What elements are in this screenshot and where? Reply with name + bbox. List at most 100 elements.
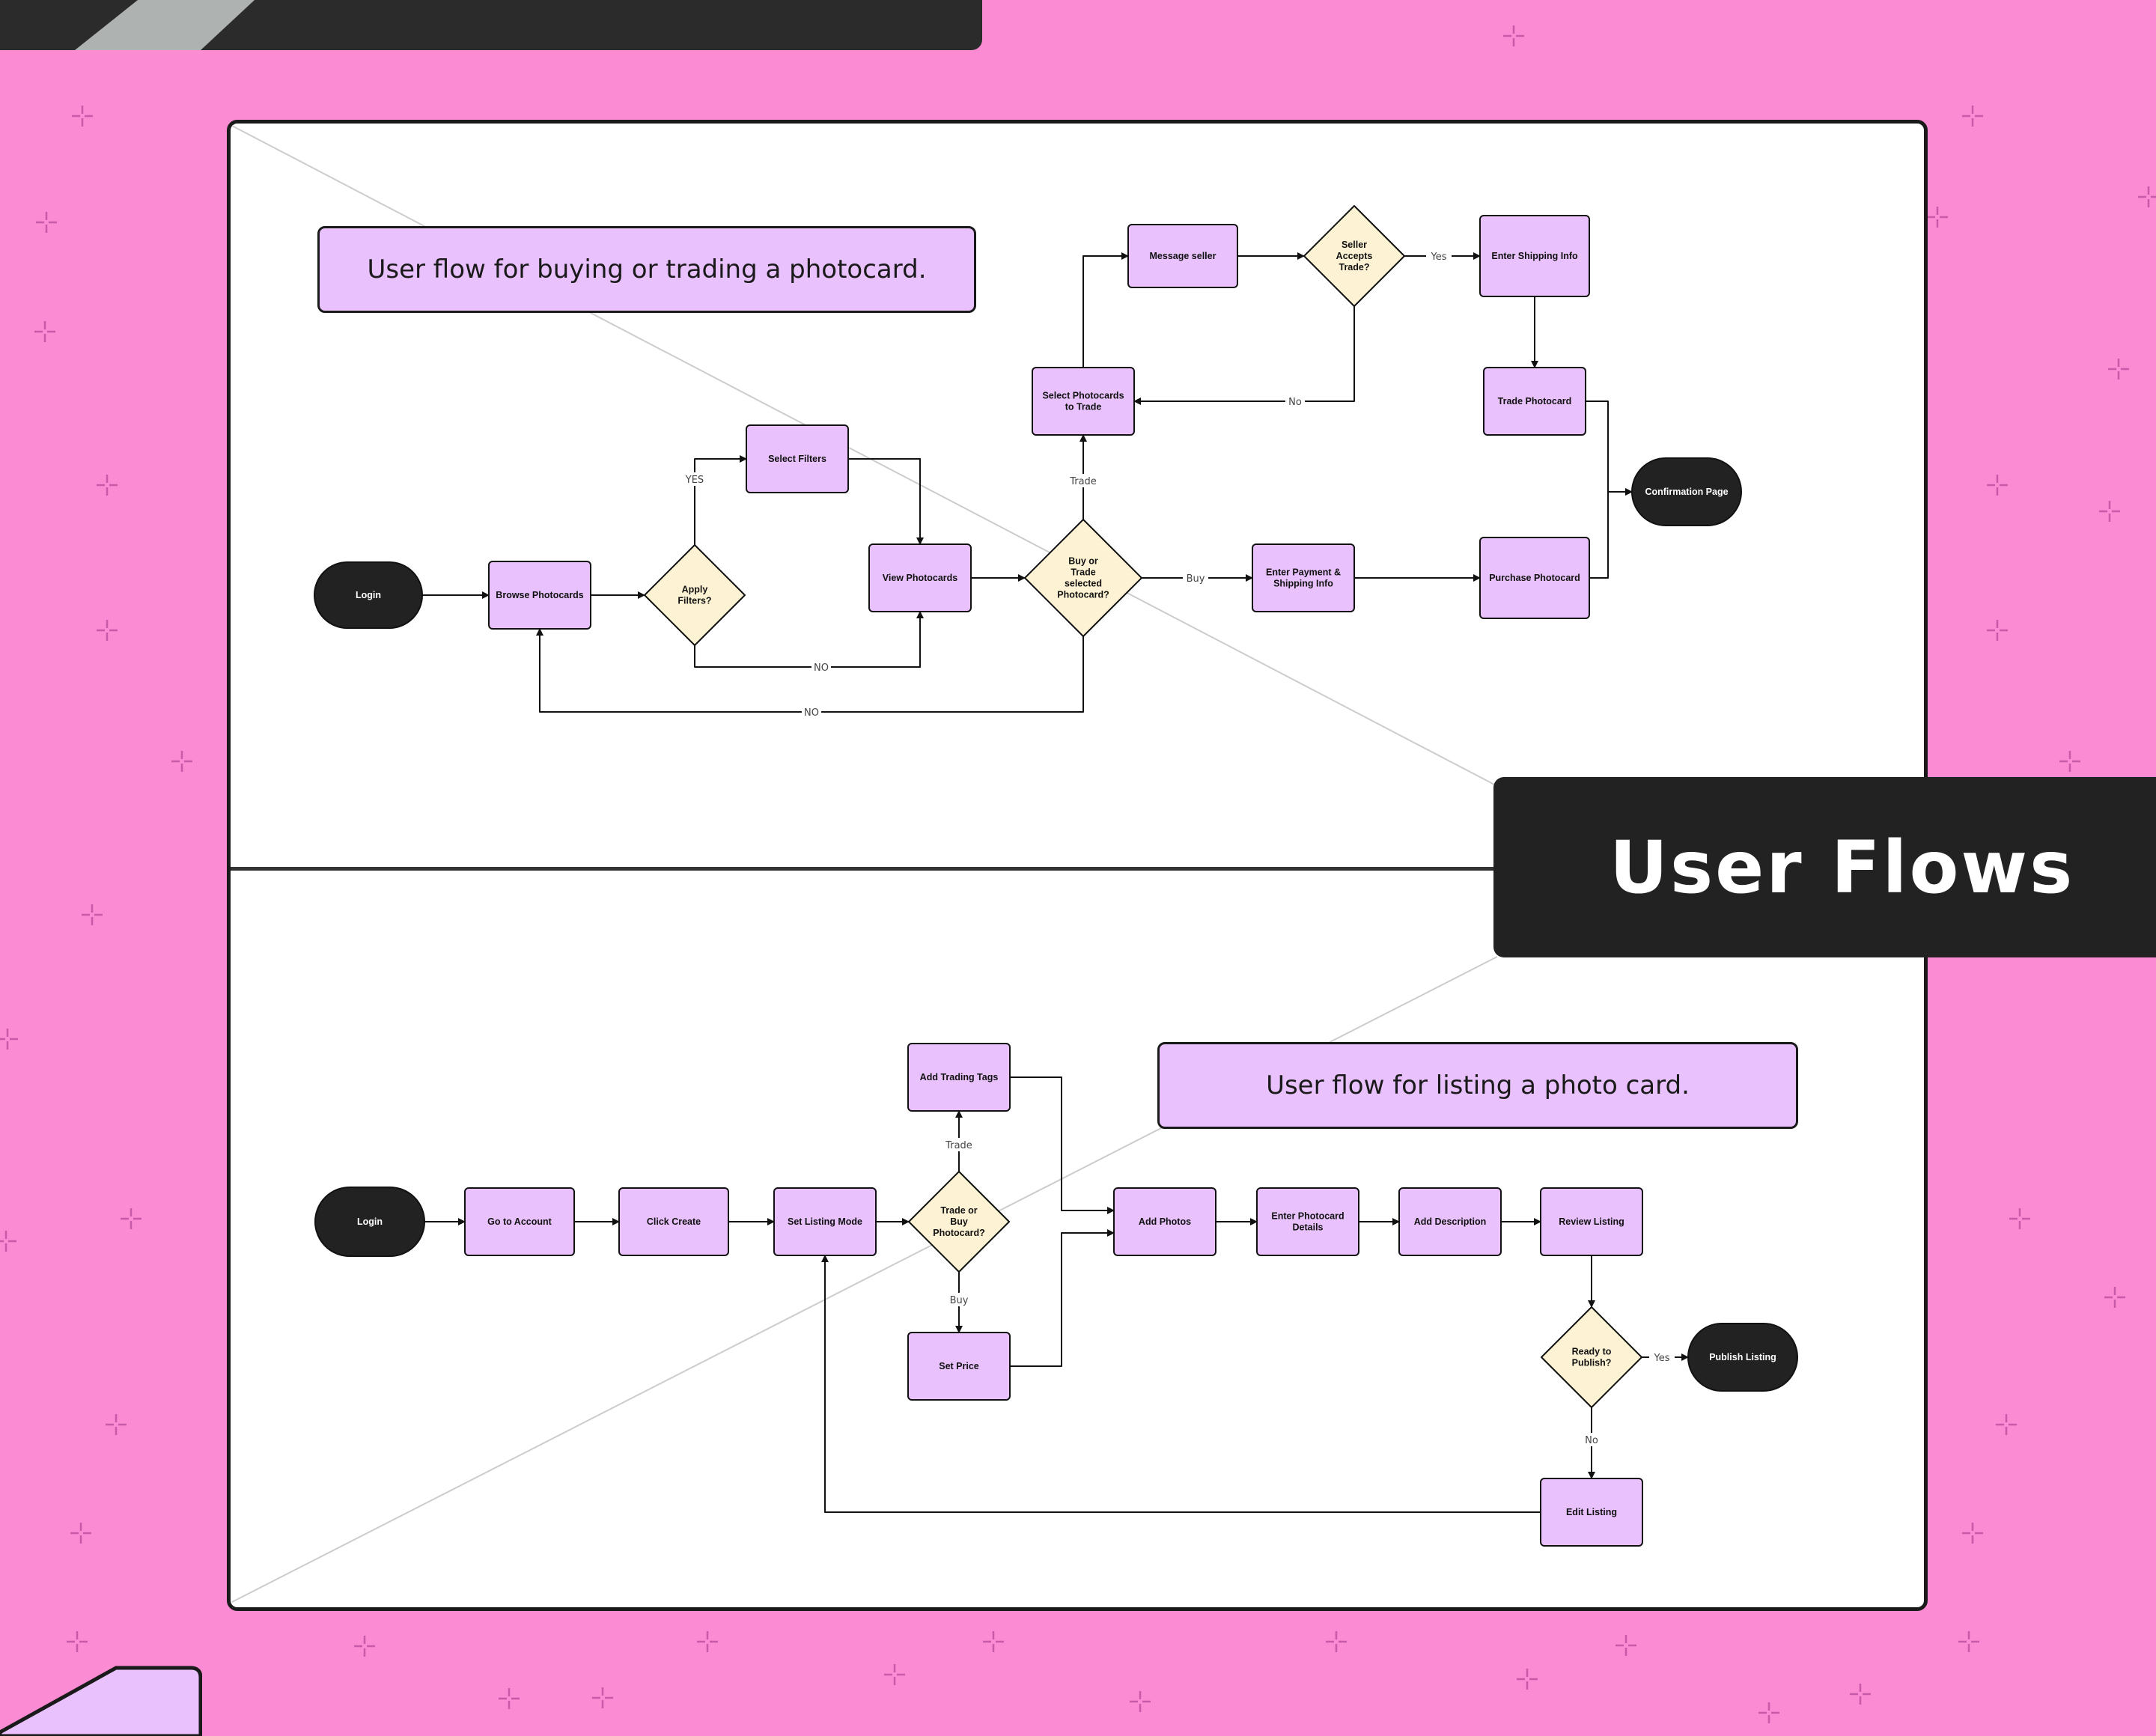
node-shape xyxy=(1541,1306,1642,1408)
node-shape xyxy=(1303,205,1405,307)
flow-caption-listing: User flow for listing a photo card. xyxy=(1157,1042,1798,1129)
node-label: Message seller xyxy=(1150,251,1216,261)
terminal-node-f1-login: Login xyxy=(314,561,423,629)
node-shape xyxy=(1479,215,1590,297)
flow-connector xyxy=(848,458,924,545)
process-node-f1-filters: Select Filters xyxy=(746,424,849,493)
node-shape xyxy=(908,1171,1010,1273)
node-shape xyxy=(314,1187,425,1257)
node-label: Trade Photocard xyxy=(1498,396,1572,406)
flow-connector xyxy=(1589,488,1633,579)
node-label: Publish Listing xyxy=(1709,1352,1776,1362)
node-shape xyxy=(1127,224,1238,288)
connector-label: Yes xyxy=(1431,252,1447,263)
node-label: Set Price xyxy=(939,1361,979,1371)
node-label: Enter Shipping Info xyxy=(1491,251,1578,261)
flow-connector xyxy=(1586,401,1633,496)
node-shape xyxy=(1687,1323,1798,1392)
connector-label-bg xyxy=(802,705,821,719)
connector-label-bg xyxy=(1183,571,1208,585)
node-shape xyxy=(1479,537,1590,619)
page-title: User Flows xyxy=(1610,825,2075,910)
node-label: Browse Photocards xyxy=(496,590,583,600)
node-shape xyxy=(1032,367,1135,436)
process-node-f2-photos: Add Photos xyxy=(1113,1187,1216,1256)
section-divider xyxy=(231,867,1503,871)
node-label: Edit Listing xyxy=(1566,1507,1617,1517)
flow-connector xyxy=(1010,1076,1115,1214)
connector-label: YES xyxy=(685,475,704,486)
node-shape xyxy=(644,544,746,646)
node-shape xyxy=(907,1332,1011,1401)
node-shape xyxy=(1631,457,1742,526)
process-node-f2-price: Set Price xyxy=(907,1332,1011,1401)
flow-connector xyxy=(1133,306,1355,405)
node-label: Go to Account xyxy=(487,1216,552,1227)
connector-label-bg xyxy=(1582,1433,1601,1446)
node-label: Review Listing xyxy=(1559,1216,1624,1227)
connector-label-bg xyxy=(1426,249,1452,263)
node-shape xyxy=(618,1187,729,1256)
process-node-f2-create: Click Create xyxy=(618,1187,729,1256)
node-shape xyxy=(1540,1187,1643,1256)
node-shape xyxy=(1024,519,1142,637)
node-label: Add Trading Tags xyxy=(920,1072,999,1082)
node-label: View Photocards xyxy=(883,573,958,583)
header-photo xyxy=(0,0,982,50)
process-node-f1-message: Message seller xyxy=(1127,224,1238,288)
node-label: Login xyxy=(357,1216,383,1227)
connector-label-bg xyxy=(946,1293,972,1306)
node-label: Enter Payment &Shipping Info xyxy=(1266,567,1341,589)
process-node-f2-edit: Edit Listing xyxy=(1540,1478,1643,1547)
process-node-f1-shipping: Enter Shipping Info xyxy=(1479,215,1590,297)
decorative-card-corner xyxy=(0,1666,202,1736)
process-node-f2-tags: Add Trading Tags xyxy=(907,1043,1011,1112)
node-label: Select Filters xyxy=(768,454,826,464)
connector-label: Buy xyxy=(950,1295,969,1306)
terminal-node-f2-login: Login xyxy=(314,1187,425,1257)
connector-label-bg xyxy=(1649,1350,1675,1364)
connector-label: Trade xyxy=(945,1140,972,1151)
node-shape xyxy=(1540,1478,1643,1547)
process-node-f2-desc: Add Description xyxy=(1398,1187,1502,1256)
node-shape xyxy=(314,561,423,629)
node-shape xyxy=(1113,1187,1216,1256)
connector-label: No xyxy=(1288,397,1302,408)
connector-label: Trade xyxy=(1069,476,1097,487)
process-node-f1-trade: Trade Photocard xyxy=(1483,367,1586,436)
process-node-f1-purchase: Purchase Photocard xyxy=(1479,537,1590,619)
flow-connector xyxy=(694,455,747,545)
node-shape xyxy=(488,561,591,630)
process-node-f2-account: Go to Account xyxy=(464,1187,575,1256)
title-banner: User Flows xyxy=(1493,777,2156,957)
connector-label: Buy xyxy=(1187,573,1205,585)
process-node-f2-mode: Set Listing Mode xyxy=(773,1187,877,1256)
process-node-f1-view: View Photocards xyxy=(868,543,972,612)
connector-label-bg xyxy=(940,1138,978,1151)
flow-connector xyxy=(1082,252,1129,368)
connector-label: NO xyxy=(804,707,819,719)
node-shape xyxy=(773,1187,877,1256)
node-label: Confirmation Page xyxy=(1645,487,1728,497)
connector-label: NO xyxy=(814,663,829,674)
connector-label-bg xyxy=(1285,395,1305,408)
node-label: Add Photos xyxy=(1139,1216,1191,1227)
node-shape xyxy=(1256,1187,1359,1256)
flow-caption-buying: User flow for buying or trading a photoc… xyxy=(317,226,976,313)
flow-connector xyxy=(1010,1229,1115,1367)
connector-label-bg xyxy=(811,660,831,674)
node-shape xyxy=(746,424,849,493)
